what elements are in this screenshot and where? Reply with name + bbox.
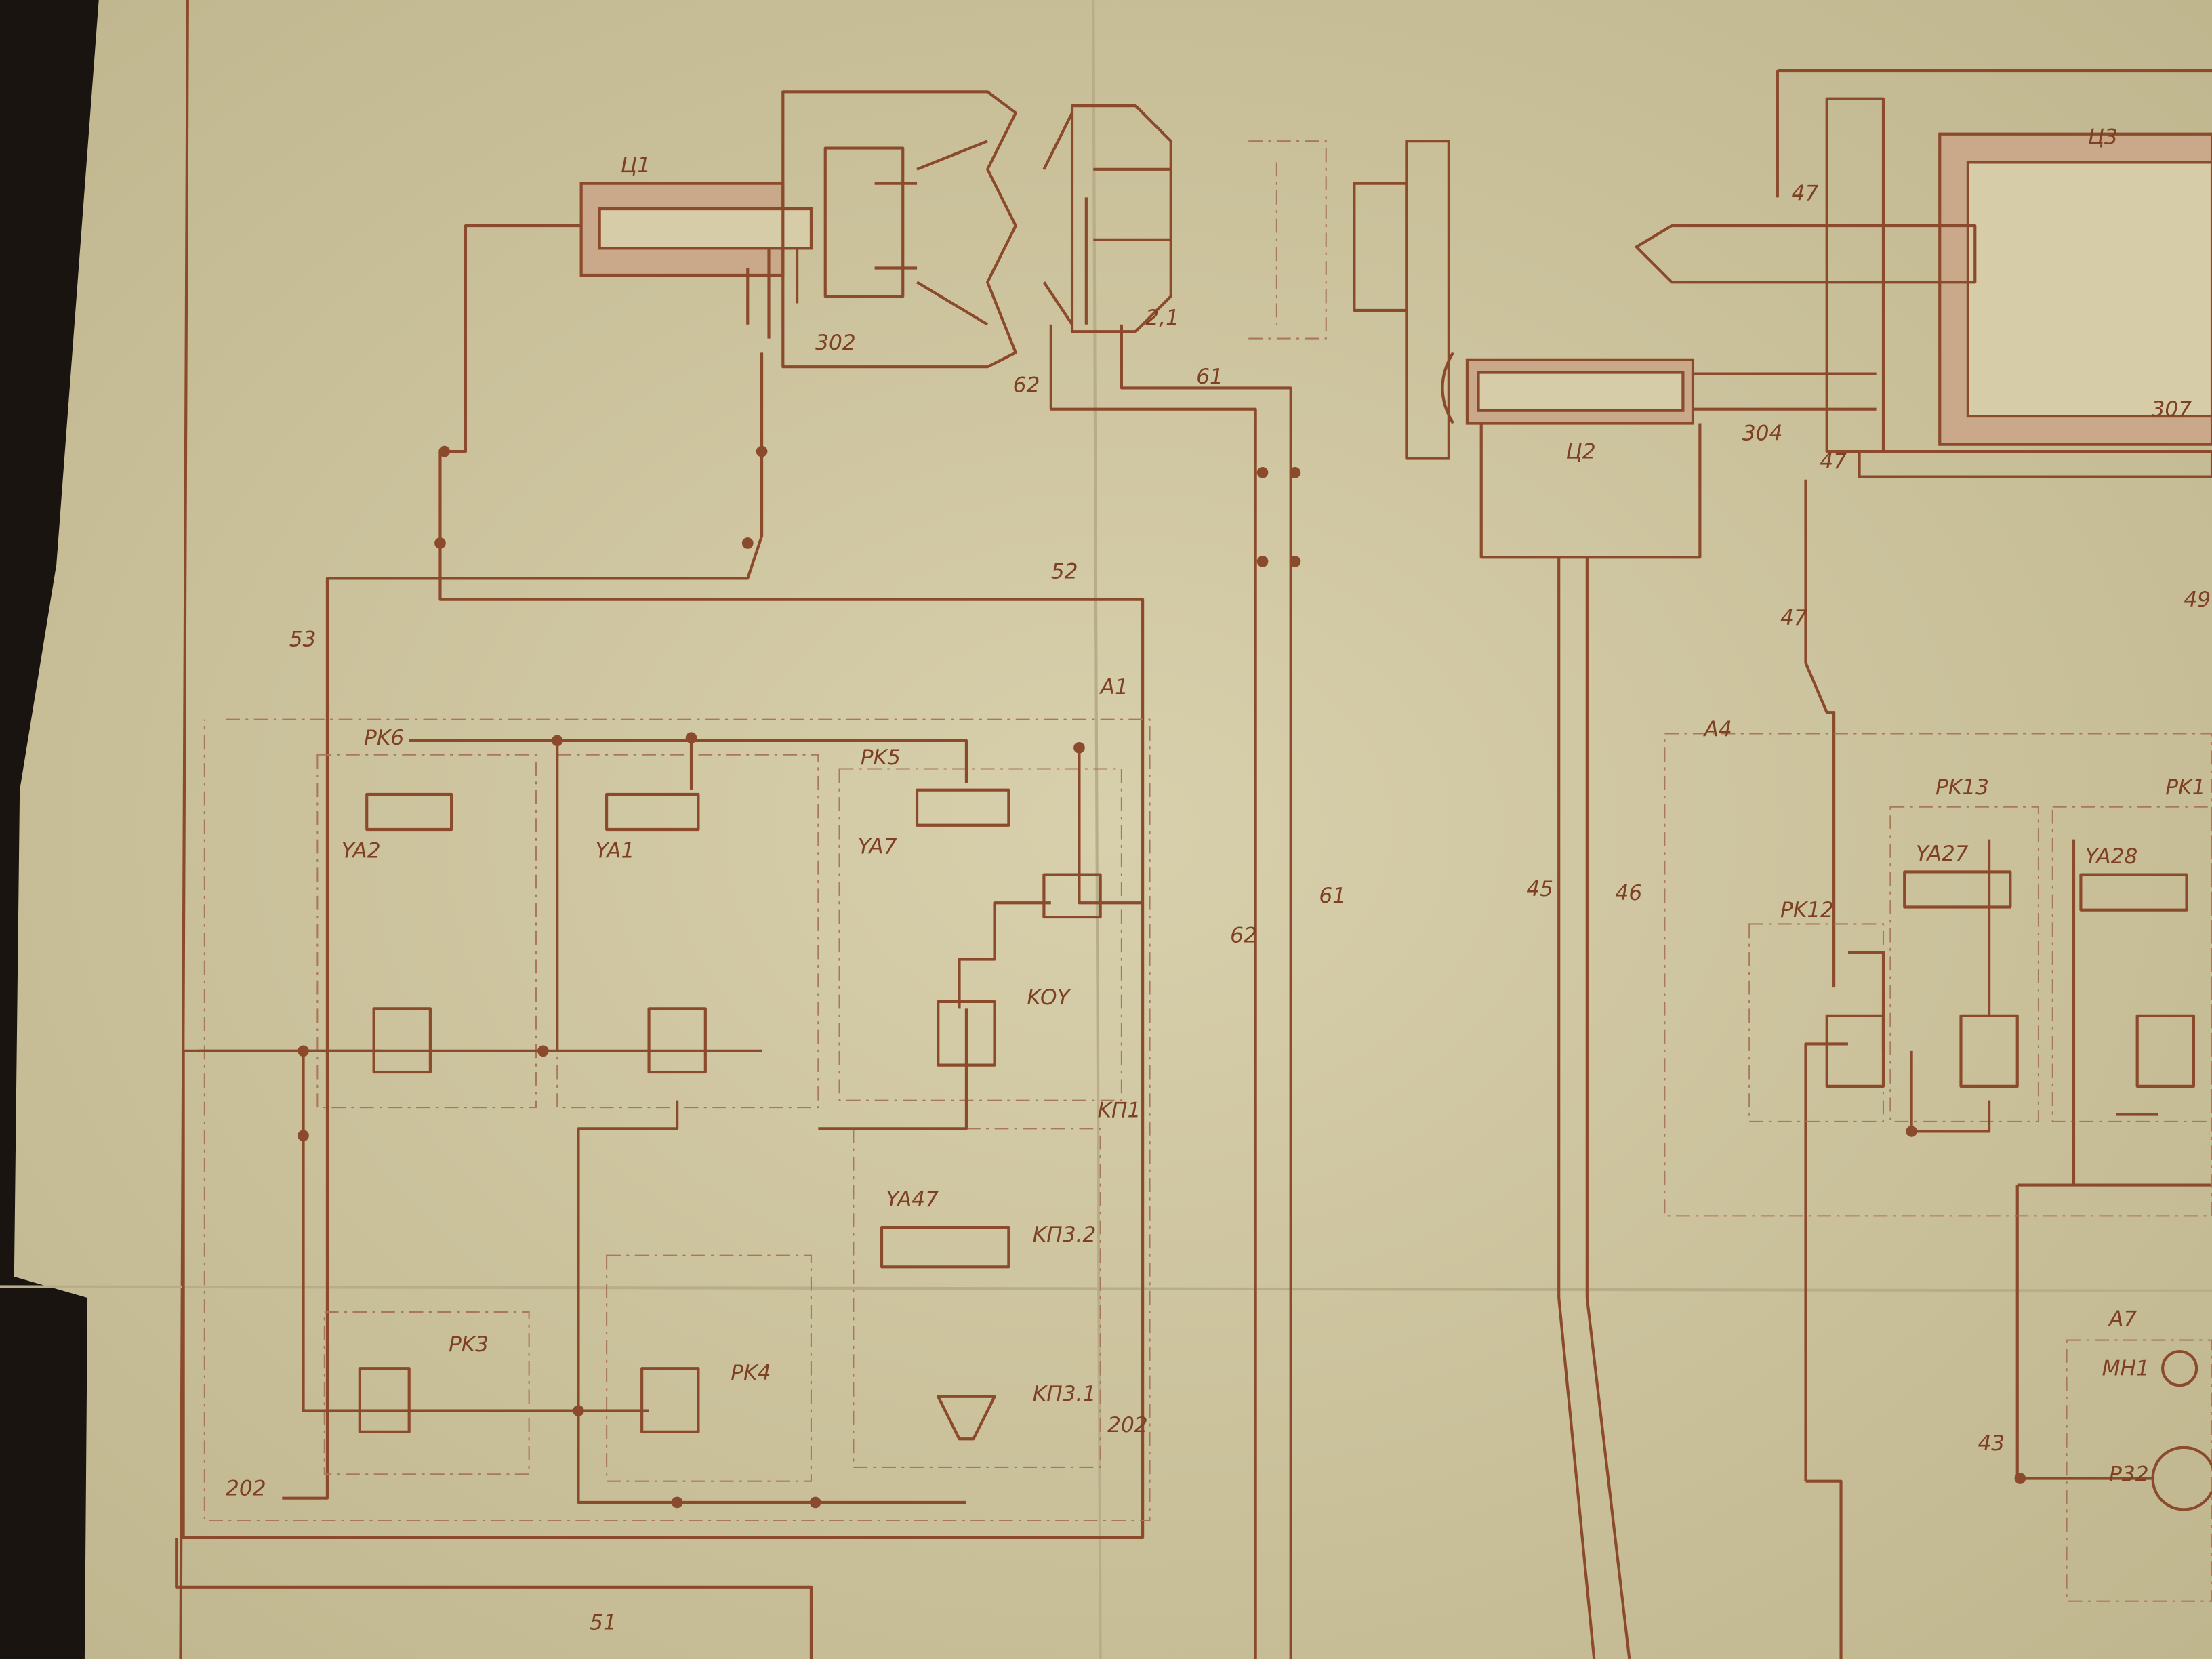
label-line-47-mid: 47 [1820,449,1847,474]
label-port-202-left: 202 [226,1477,266,1501]
label-c2: Ц2 [1566,440,1596,464]
label-kp31: KП3.1 [1033,1382,1097,1406]
label-line-61-top: 61 [1196,365,1223,389]
sheet-border [179,0,189,1659]
label-line-53: 53 [289,627,316,651]
label-kp32: KП3.2 [1033,1223,1097,1247]
label-line-52: 52 [1051,559,1078,583]
label-pk1x: PK1 [2165,775,2205,800]
label-line-61: 61 [1319,884,1346,908]
label-line-51: 51 [590,1610,617,1635]
label-line-47-top: 47 [1792,182,1819,206]
label-kou: KOY [1027,985,1071,1010]
label-port-211: 2,1 [1145,306,1179,330]
cylinder-c3: Ц3 307 47 49 [1635,69,2212,612]
label-line-62-top: 62 [1013,373,1040,398]
label-pk13: PK13 [1936,775,1989,800]
label-line-47-low: 47 [1780,606,1807,630]
label-mn1: MH1 [2102,1357,2150,1381]
cylinder-c2: Ц2 304 [1441,352,1877,559]
block-a4: A4 PK13 PK1 PK12 YA27 YA28 A7 MH1 P32 [1664,718,2212,1602]
label-p32: P32 [2109,1462,2149,1487]
cylinder-c1: Ц1 302 [579,90,1017,369]
label-ya2: YA2 [342,839,381,863]
line-labels: 62 61 62 61 52 53 51 45 46 47 47 43 [289,365,2005,1635]
block-a1: A1 PK6 PK5 PK3 PK4 KOY KП1 KП3.2 KП3.1 Y… [197,445,2026,1522]
label-pk6: PK6 [364,726,404,750]
label-c1: Ц1 [621,153,651,178]
label-ya47: YA47 [886,1187,939,1212]
clamp-mechanism: 2,1 [1042,104,1450,460]
label-ya1: YA1 [595,839,634,863]
label-line-49: 49 [2184,588,2211,612]
label-ya28: YA28 [2085,844,2138,869]
fold-horizontal [0,1285,2212,1292]
label-line-43: 43 [1978,1431,2005,1456]
label-port-202-right: 202 [1107,1413,1148,1437]
label-block-a1: A1 [1099,675,1128,699]
label-line-46: 46 [1615,881,1642,905]
label-line-45: 45 [1526,877,1553,901]
label-block-a7: A7 [2108,1307,2137,1332]
fold-vertical [1092,0,1102,1659]
label-pk5: PK5 [861,745,901,770]
label-port-307: 307 [2151,397,2192,422]
label-pk4: PK4 [731,1361,771,1385]
label-pk3: PK3 [449,1332,489,1357]
pipelines [175,224,2212,1659]
label-c3: Ц3 [2088,125,2118,149]
label-port-304: 304 [1742,421,1783,445]
label-line-62: 62 [1230,924,1257,948]
label-pk12: PK12 [1780,898,1834,922]
label-port-302: 302 [815,331,856,355]
label-ya27: YA27 [1916,842,1969,866]
label-ya7: YA7 [858,834,897,859]
label-kp1: KП1 [1098,1099,1141,1123]
label-block-a4: A4 [1703,718,1732,742]
